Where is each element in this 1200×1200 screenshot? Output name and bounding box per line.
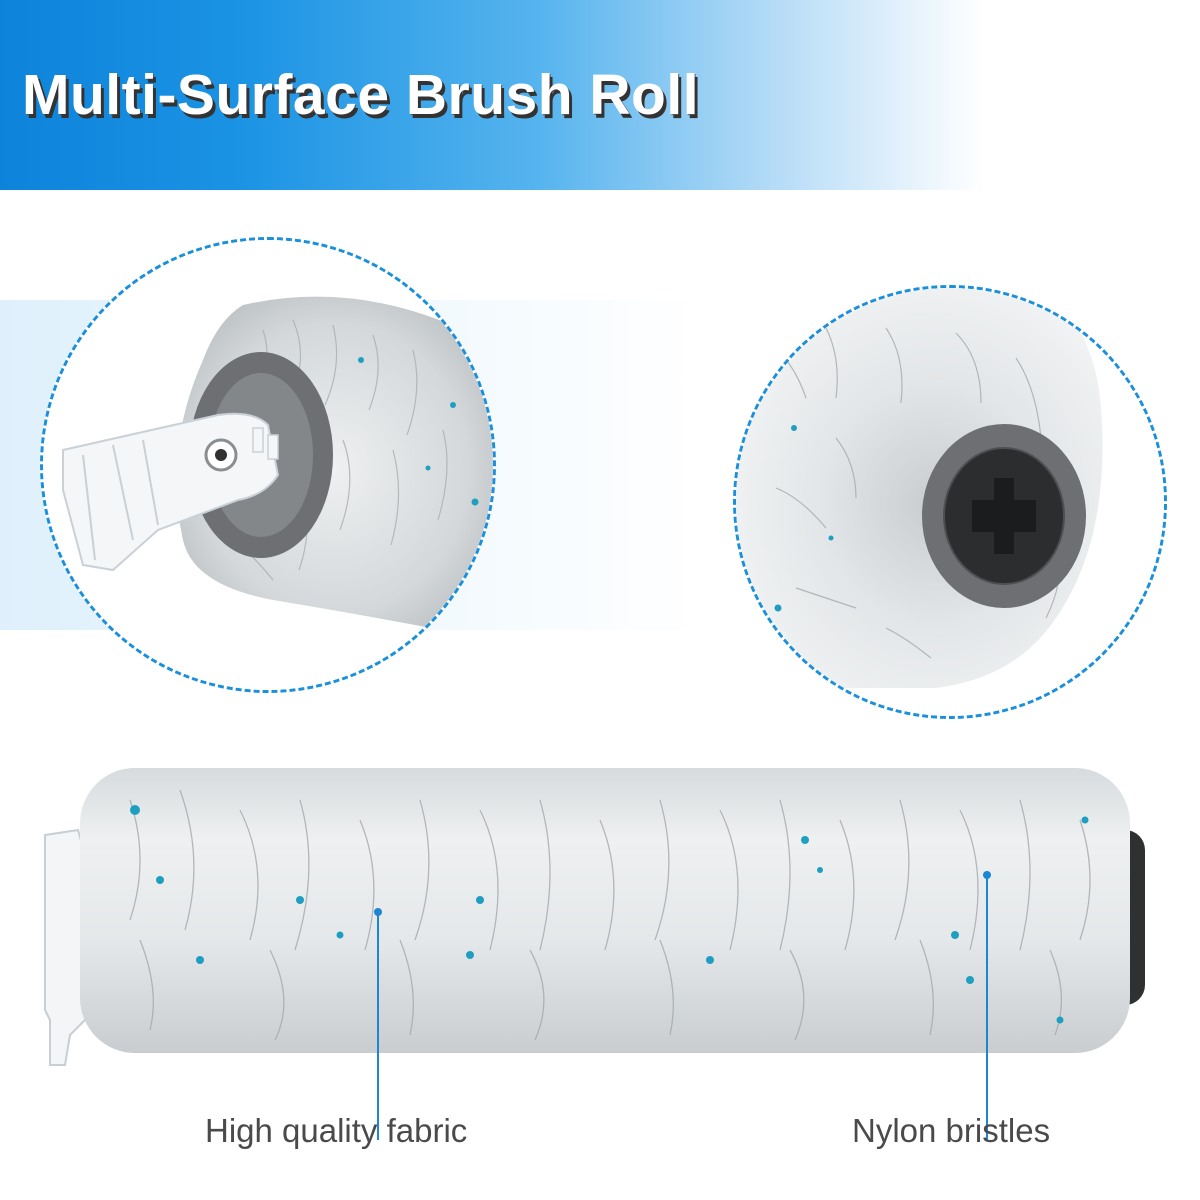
detail-circle-end-cap <box>733 285 1167 719</box>
callout-line-fabric <box>377 912 379 1140</box>
roller-end-cap-illustration <box>736 288 1164 716</box>
roller-end-with-bracket-illustration <box>43 240 493 690</box>
bristles-label: Nylon bristles <box>852 1112 1051 1149</box>
title-banner <box>0 0 1200 190</box>
page-title: Multi-Surface Brush Roll <box>22 63 700 127</box>
callout-line-bristles <box>986 875 988 1140</box>
detail-circle-bracket <box>40 237 496 693</box>
brush-roll-illustration <box>44 768 1145 1066</box>
fabric-label: High quality fabric <box>205 1112 468 1149</box>
